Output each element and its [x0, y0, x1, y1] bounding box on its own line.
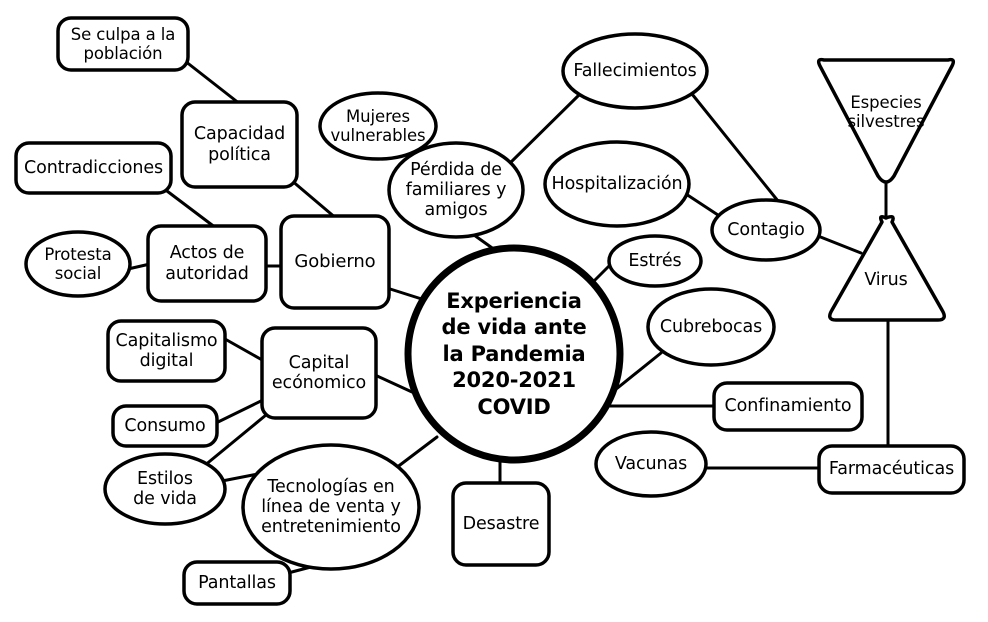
node-shape-farmaceuticas[interactable]	[817, 444, 966, 495]
node-shape-estilos[interactable]	[103, 452, 227, 526]
edge-contradicciones-actos	[161, 186, 218, 230]
node-shape-gobierno[interactable]	[279, 214, 391, 310]
node-shape-layer	[14, 16, 966, 606]
node-shape-estres[interactable]	[607, 234, 703, 288]
node-shape-consumo[interactable]	[111, 404, 219, 448]
node-shape-cubrebocas[interactable]	[646, 287, 776, 367]
node-shape-centro[interactable]	[404, 244, 624, 464]
node-shape-capitalismo[interactable]	[106, 319, 227, 383]
node-shape-fallecimientos[interactable]	[561, 32, 709, 110]
node-shape-confinamiento[interactable]	[712, 381, 864, 432]
node-shape-actos[interactable]	[146, 224, 268, 303]
edge-capacidad-gobierno	[289, 178, 339, 221]
node-shape-especies-silvestres[interactable]	[816, 57, 956, 184]
edge-cubrebocas-centro	[613, 351, 663, 392]
node-shape-vacunas[interactable]	[594, 430, 708, 498]
edge-tecnologias-centro	[394, 435, 439, 470]
node-shape-desastre[interactable]	[451, 481, 551, 567]
node-shape-contagio[interactable]	[710, 198, 822, 262]
edge-perdida-fallecimientos	[505, 92, 582, 168]
node-shape-tecnologias[interactable]	[241, 443, 421, 571]
node-shape-virus[interactable]	[828, 214, 946, 322]
node-shape-pantallas[interactable]	[182, 560, 292, 606]
node-shape-mujeres[interactable]	[318, 91, 438, 161]
node-shape-se-culpa[interactable]	[56, 16, 190, 72]
node-shape-hospitalizacion[interactable]	[543, 140, 691, 228]
edge-hospitalizacion-contagio	[684, 192, 723, 219]
edge-capitalismo-capital	[223, 337, 266, 363]
node-shape-contradicciones[interactable]	[14, 141, 173, 195]
node-shape-perdida[interactable]	[387, 141, 525, 239]
edge-se-culpa-capacidad	[183, 59, 242, 106]
node-shape-capacidad[interactable]	[180, 100, 299, 189]
edge-consumo-capital	[214, 397, 267, 425]
edge-contagio-virus	[816, 234, 863, 255]
edge-estres-centro	[590, 263, 612, 285]
edge-capital-centro	[373, 373, 414, 394]
node-shape-protesta[interactable]	[24, 230, 132, 298]
node-shape-capital[interactable]	[260, 326, 378, 420]
edge-capital-estilos	[202, 413, 268, 468]
edge-fallecimientos-contagio	[690, 92, 780, 203]
